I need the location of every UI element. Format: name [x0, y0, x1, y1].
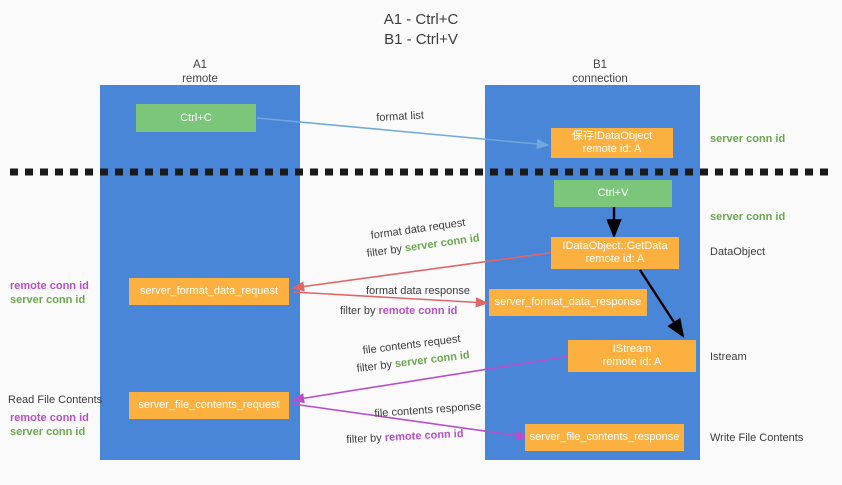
- box-server-format-data-response[interactable]: server_format_data_response: [489, 289, 647, 316]
- filter-by-text-4: filter by: [346, 432, 383, 446]
- annotation-file-contents-response: file contents response: [374, 400, 482, 420]
- box-server-file-contents-request[interactable]: server_file_contents_request: [129, 392, 289, 419]
- box-server-file-contents-response[interactable]: server_file_contents_response: [525, 424, 684, 451]
- left-label-server-conn-id-2: server conn id: [10, 426, 86, 438]
- column-header-b1: B1 connection: [540, 58, 660, 86]
- filter-by-text-2: filter by: [340, 305, 376, 317]
- box-save-dataobject-line2: remote id: A: [582, 143, 642, 155]
- page-title: A1 - Ctrl+C B1 - Ctrl+V: [0, 10, 842, 50]
- box-ctrl-c[interactable]: Ctrl+C: [136, 104, 256, 132]
- column-a1-name: A1: [192, 59, 208, 71]
- annotation-format-data-response-filter: filter by remote conn id: [340, 305, 457, 317]
- right-label-write-file-contents: Write File Contents: [710, 432, 804, 444]
- title-line-1: A1 - Ctrl+C: [383, 11, 459, 28]
- box-server-file-contents-request-label: server_file_contents_request: [138, 399, 280, 411]
- left-label-remote-conn-id-1: remote conn id: [10, 280, 89, 292]
- box-save-dataobject-line1: 保存IDataObject: [571, 130, 653, 142]
- box-save-dataobject[interactable]: 保存IDataObject remote id: A: [551, 128, 673, 158]
- box-server-format-data-request[interactable]: server_format_data_request: [129, 278, 289, 305]
- right-label-istream: Istream: [710, 351, 747, 363]
- filter-by-text-1: filter by: [366, 243, 403, 260]
- box-getdata-line1: IDataObject::GetData: [562, 240, 668, 252]
- box-istream[interactable]: IStream remote id: A: [568, 340, 696, 372]
- right-label-server-conn-id-1: server conn id: [710, 133, 786, 145]
- left-label-remote-conn-id-2: remote conn id: [10, 412, 89, 424]
- server-conn-id-highlight-2: server conn id: [394, 349, 471, 371]
- annotation-format-list: format list: [376, 109, 425, 124]
- box-ctrl-v-label: Ctrl+V: [597, 187, 629, 199]
- left-label-server-conn-id-1: server conn id: [10, 294, 86, 306]
- box-getdata[interactable]: IDataObject::GetData remote id: A: [551, 237, 679, 269]
- box-istream-line1: IStream: [612, 343, 652, 355]
- annotation-file-contents-response-filter: filter by remote conn id: [346, 428, 464, 446]
- box-server-file-contents-response-label: server_file_contents_response: [529, 431, 680, 443]
- right-label-dataobject: DataObject: [710, 246, 766, 258]
- remote-conn-id-highlight-2: remote conn id: [384, 427, 464, 444]
- title-line-2: B1 - Ctrl+V: [384, 31, 458, 48]
- box-ctrl-c-label: Ctrl+C: [180, 111, 212, 124]
- left-label-read-file-contents: Read File Contents: [8, 394, 103, 406]
- column-b1-name: B1: [592, 59, 608, 71]
- right-label-server-conn-id-2: server conn id: [710, 211, 786, 223]
- column-b1-sub: connection: [572, 73, 628, 85]
- box-server-format-data-response-label: server_format_data_response: [494, 296, 642, 308]
- box-server-format-data-request-label: server_format_data_request: [139, 285, 279, 297]
- column-a1-sub: remote: [182, 73, 218, 85]
- column-header-a1: A1 remote: [140, 58, 260, 86]
- filter-by-text-3: filter by: [356, 358, 393, 375]
- box-ctrl-v[interactable]: Ctrl+V: [554, 180, 672, 207]
- remote-conn-id-highlight-1: remote conn id: [378, 305, 458, 317]
- box-getdata-line2: remote id: A: [585, 253, 645, 265]
- box-istream-line2: remote id: A: [602, 356, 662, 368]
- annotation-format-data-response: format data response: [366, 285, 470, 297]
